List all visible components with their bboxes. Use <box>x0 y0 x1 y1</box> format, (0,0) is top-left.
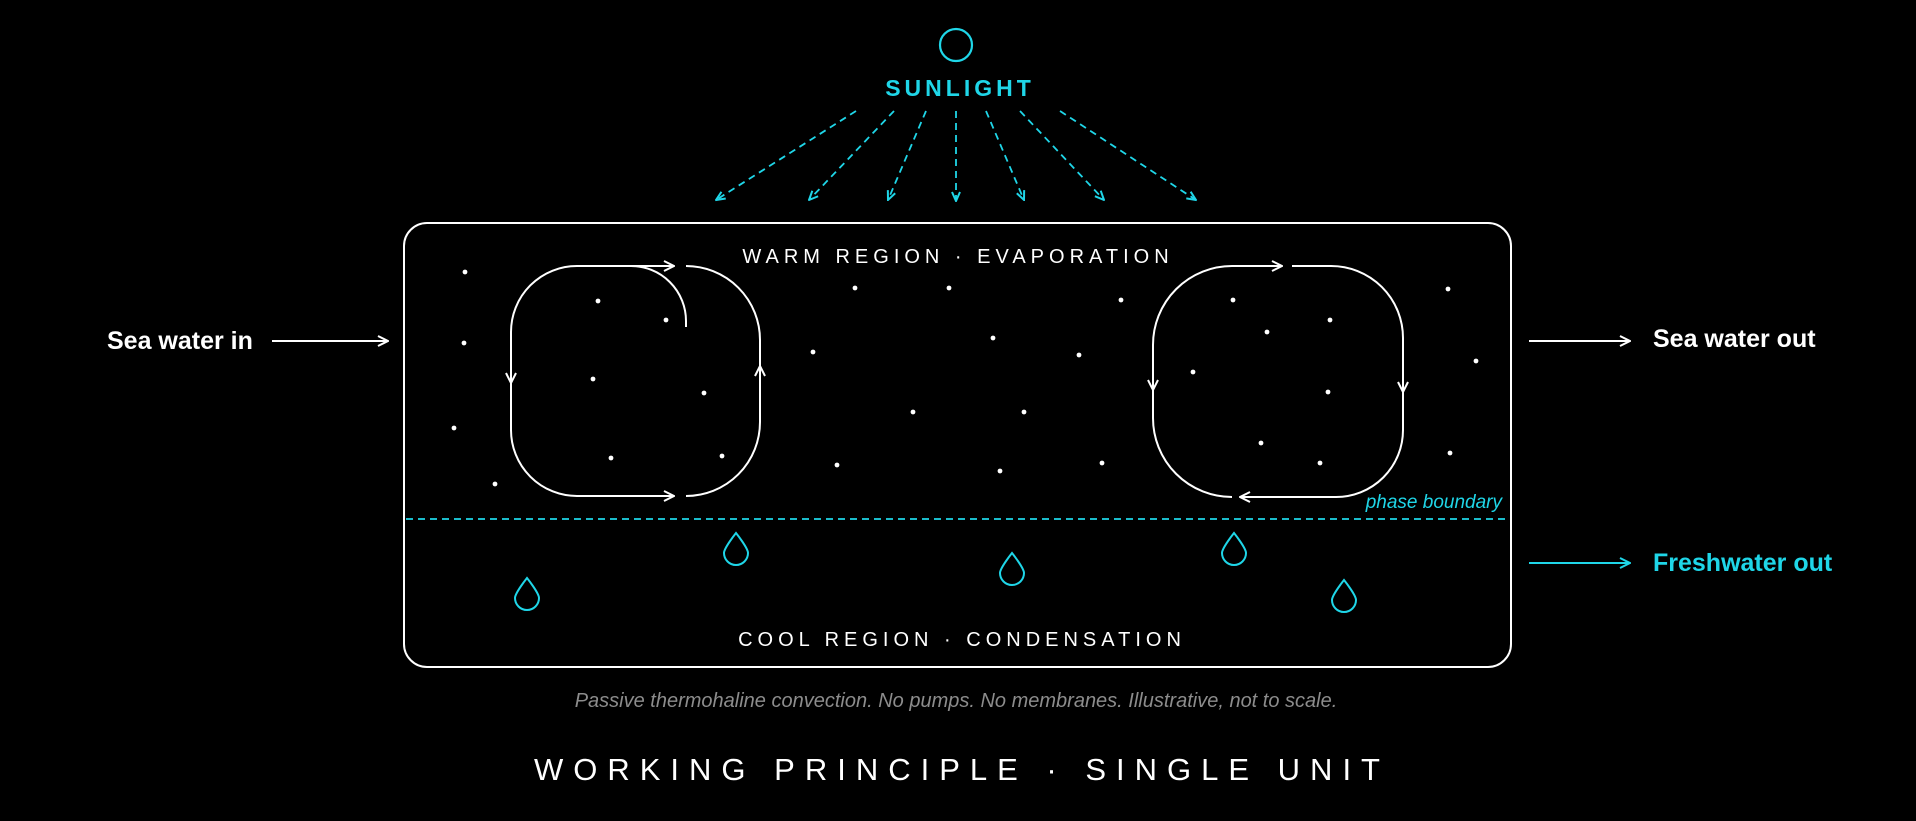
vapor-dot <box>990 335 996 341</box>
loop-right-top-right-arrow <box>1292 265 1403 392</box>
sunlight-label: SUNLIGHT <box>885 75 1035 101</box>
vapor-dot <box>701 390 707 396</box>
sun-ray-1 <box>716 110 857 200</box>
droplet-icon <box>1220 531 1248 566</box>
vapor-dot <box>1445 286 1451 292</box>
sea-water-in-label: Sea water in <box>107 327 253 355</box>
vapor-dot <box>1076 352 1082 358</box>
droplet-icon <box>722 531 750 566</box>
vapor-dot <box>1447 450 1453 456</box>
vapor-dot <box>492 481 498 487</box>
vapor-dot <box>1099 460 1105 466</box>
vapor-dot <box>595 298 601 304</box>
vapor-dot <box>461 340 467 346</box>
vapor-dot <box>462 269 468 275</box>
loop-left-right-arrow <box>685 366 760 497</box>
vapor-dot <box>834 462 840 468</box>
tank-outline <box>403 222 1512 668</box>
condensate-droplets <box>513 531 1358 613</box>
sun-ray-7 <box>1059 110 1196 200</box>
droplet-icon <box>513 576 541 611</box>
cool-region-label: COOL REGION · CONDENSATION <box>738 629 1186 651</box>
vapor-dot <box>1473 358 1479 364</box>
vapor-dot <box>1021 409 1027 415</box>
diagram-title: WORKING PRINCIPLE · SINGLE UNIT <box>534 752 1390 787</box>
vapor-dot <box>910 409 916 415</box>
loop-left-top-arrow <box>511 265 687 383</box>
warm-region-label: WARM REGION · EVAPORATION <box>742 246 1173 268</box>
vapor-dot <box>1264 329 1270 335</box>
vapor-dot <box>451 425 457 431</box>
vapor-dot <box>1325 389 1331 395</box>
convection-loop-left <box>511 266 760 496</box>
vapor-dot <box>852 285 858 291</box>
phase-boundary-label: phase boundary <box>1365 492 1504 513</box>
sun-ray-2 <box>809 110 895 200</box>
loop-right-bottom-left-cap <box>1152 390 1233 498</box>
loop-left-bottom-arrow <box>510 383 674 496</box>
sun-ray-6 <box>1019 110 1104 200</box>
diagram-caption: Passive thermohaline convection. No pump… <box>575 690 1338 712</box>
vapor-dot <box>1317 460 1323 466</box>
vapor-dot <box>590 376 596 382</box>
freshwater-out-label: Freshwater out <box>1653 549 1833 577</box>
vapor-dot <box>608 455 614 461</box>
sea-water-out-label: Sea water out <box>1653 325 1816 353</box>
loop-right-top-left-arrow <box>1153 265 1233 390</box>
vapor-dot <box>946 285 952 291</box>
sun-ray-3 <box>888 110 927 200</box>
vapor-dot <box>1327 317 1333 323</box>
vapor-dot <box>1258 440 1264 446</box>
droplet-icon <box>1330 578 1358 613</box>
sun-rays <box>716 110 1196 201</box>
vapor-dot <box>1190 369 1196 375</box>
vapor-dot <box>1118 297 1124 303</box>
loop-left-top-cap <box>685 265 761 366</box>
vapor-dot <box>810 349 816 355</box>
sun-ray-5 <box>985 110 1024 200</box>
vapor-particles <box>451 269 1479 487</box>
vapor-dot <box>997 468 1003 474</box>
vapor-dot <box>663 317 669 323</box>
loop-right-bottom-arrow <box>1240 392 1404 497</box>
convection-loop-right <box>1153 266 1403 497</box>
droplet-icon <box>998 551 1026 586</box>
vapor-dot <box>719 453 725 459</box>
vapor-dot <box>1230 297 1236 303</box>
sun-icon <box>938 27 974 63</box>
